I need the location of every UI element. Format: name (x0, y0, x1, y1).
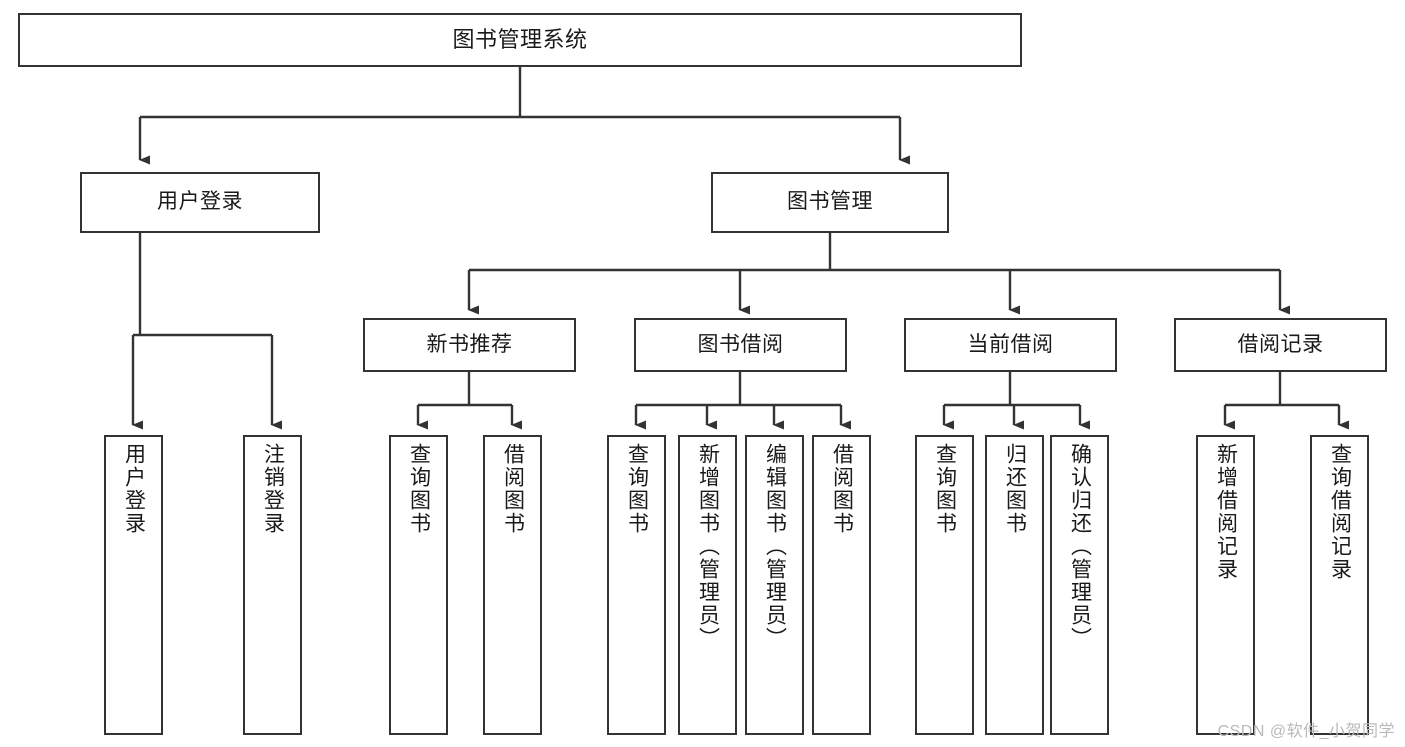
leaf-borrow-record-add[interactable]: 新增借阅记录 (1196, 435, 1255, 735)
node-label: 查询图书 (407, 443, 431, 535)
node-label: 确认归还（管理员） (1068, 443, 1092, 650)
node-root-system[interactable]: 图书管理系统 (18, 13, 1022, 67)
watermark: CSDN @软件_小贺同学 (1217, 723, 1395, 740)
node-label: 用户登录 (157, 190, 243, 214)
node-label: 新增图书（管理员） (696, 443, 720, 650)
node-label: 用户登录 (122, 443, 146, 535)
node-label: 查询图书 (625, 443, 649, 535)
leaf-user-login-login[interactable]: 用户登录 (104, 435, 163, 735)
node-borrow-record[interactable]: 借阅记录 (1174, 318, 1387, 372)
node-label: 借阅图书 (501, 443, 525, 535)
node-book-management[interactable]: 图书管理 (711, 172, 949, 233)
node-label: 查询借阅记录 (1328, 443, 1352, 581)
node-label: 借阅记录 (1237, 332, 1324, 356)
leaf-current-borrow-query[interactable]: 查询图书 (915, 435, 974, 735)
node-book-borrow[interactable]: 图书借阅 (634, 318, 847, 372)
node-current-borrow[interactable]: 当前借阅 (904, 318, 1117, 372)
node-label: 归还图书 (1003, 443, 1027, 535)
leaf-new-book-query[interactable]: 查询图书 (389, 435, 448, 735)
node-label: 新书推荐 (426, 332, 513, 356)
leaf-new-book-borrow[interactable]: 借阅图书 (483, 435, 542, 735)
node-label: 查询图书 (933, 443, 957, 535)
leaf-book-borrow-query[interactable]: 查询图书 (607, 435, 666, 735)
node-user-login[interactable]: 用户登录 (80, 172, 320, 233)
node-label: 借阅图书 (830, 443, 854, 535)
leaf-borrow-record-query[interactable]: 查询借阅记录 (1310, 435, 1369, 735)
leaf-book-borrow-edit-admin[interactable]: 编辑图书（管理员） (745, 435, 804, 735)
node-label: 编辑图书（管理员） (763, 443, 787, 650)
node-label: 注销登录 (261, 443, 285, 535)
leaf-current-borrow-confirm-admin[interactable]: 确认归还（管理员） (1050, 435, 1109, 735)
node-new-book-recommend[interactable]: 新书推荐 (363, 318, 576, 372)
node-label: 当前借阅 (967, 332, 1054, 356)
node-label: 图书管理 (787, 190, 873, 214)
leaf-user-login-logout[interactable]: 注销登录 (243, 435, 302, 735)
leaf-book-borrow-borrow[interactable]: 借阅图书 (812, 435, 871, 735)
node-label: 图书借阅 (697, 332, 784, 356)
node-label: 新增借阅记录 (1214, 443, 1238, 581)
node-label: 图书管理系统 (452, 27, 588, 53)
leaf-current-borrow-return[interactable]: 归还图书 (985, 435, 1044, 735)
leaf-book-borrow-add-admin[interactable]: 新增图书（管理员） (678, 435, 737, 735)
